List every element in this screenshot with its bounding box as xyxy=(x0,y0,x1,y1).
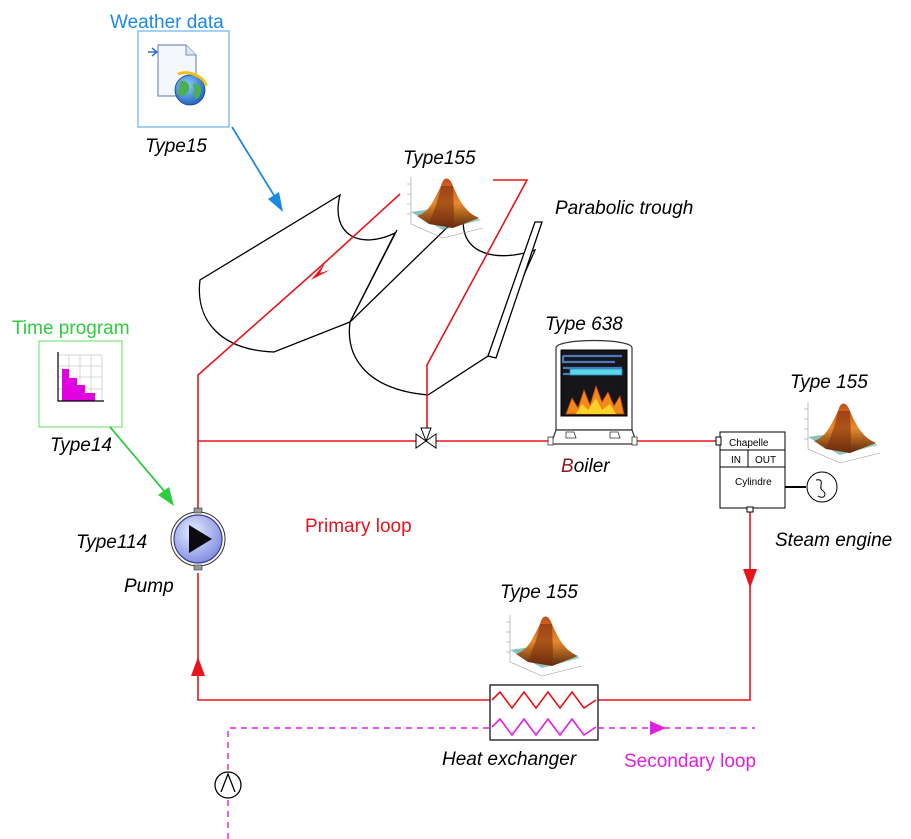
solar-type-label: Type155 xyxy=(403,148,476,169)
time-link xyxy=(109,426,166,493)
time-program-title: Time program xyxy=(12,318,130,339)
boiler-type-label: Type 638 xyxy=(545,314,623,335)
flow-arrow-down xyxy=(743,569,757,588)
surface-plot-icon xyxy=(406,176,484,239)
secondary-pump-icon[interactable] xyxy=(214,771,242,799)
surface-plot-icon xyxy=(803,401,881,464)
weather-link xyxy=(231,126,276,198)
globe-document-icon xyxy=(148,44,208,106)
weather-type-label: Type15 xyxy=(145,136,207,157)
boiler-icon[interactable] xyxy=(547,339,638,446)
secondary-loop-pipes xyxy=(227,727,755,839)
pump-label: Pump xyxy=(124,576,174,597)
chapelle-text: Chapelle xyxy=(729,438,769,449)
surface-plot-icon xyxy=(505,614,583,677)
pump-type-label: Type114 xyxy=(76,532,147,553)
boiler-label: Boiler xyxy=(561,456,610,477)
secondary-arrowhead xyxy=(650,721,666,735)
time-type-label: Type14 xyxy=(50,435,112,456)
weather-title: Weather data xyxy=(110,12,224,33)
histogram-icon xyxy=(57,352,104,402)
out-text: OUT xyxy=(755,455,776,466)
steam-engine-block[interactable] xyxy=(715,431,838,513)
pump-icon[interactable] xyxy=(170,507,226,571)
three-way-valve[interactable] xyxy=(415,427,437,449)
heat-exchanger-icon[interactable] xyxy=(489,684,599,741)
engine-type-label: Type 155 xyxy=(790,372,868,393)
hx-label: Heat exchanger xyxy=(442,749,577,770)
flow-arrow-return xyxy=(191,657,205,676)
cylindre-text: Cylindre xyxy=(735,477,772,488)
trough-label: Parabolic trough xyxy=(555,198,693,219)
flow-arrow-up xyxy=(311,263,330,280)
hx-type-label: Type 155 xyxy=(500,582,578,603)
parabolic-trough xyxy=(198,193,543,396)
in-text: IN xyxy=(731,455,741,466)
primary-loop-pipes xyxy=(197,179,751,701)
engine-label: Steam engine xyxy=(775,530,892,551)
primary-loop-label: Primary loop xyxy=(305,516,412,537)
weather-arrowhead xyxy=(268,192,283,212)
time-arrowhead xyxy=(158,487,174,506)
secondary-loop-label: Secondary loop xyxy=(624,751,756,772)
